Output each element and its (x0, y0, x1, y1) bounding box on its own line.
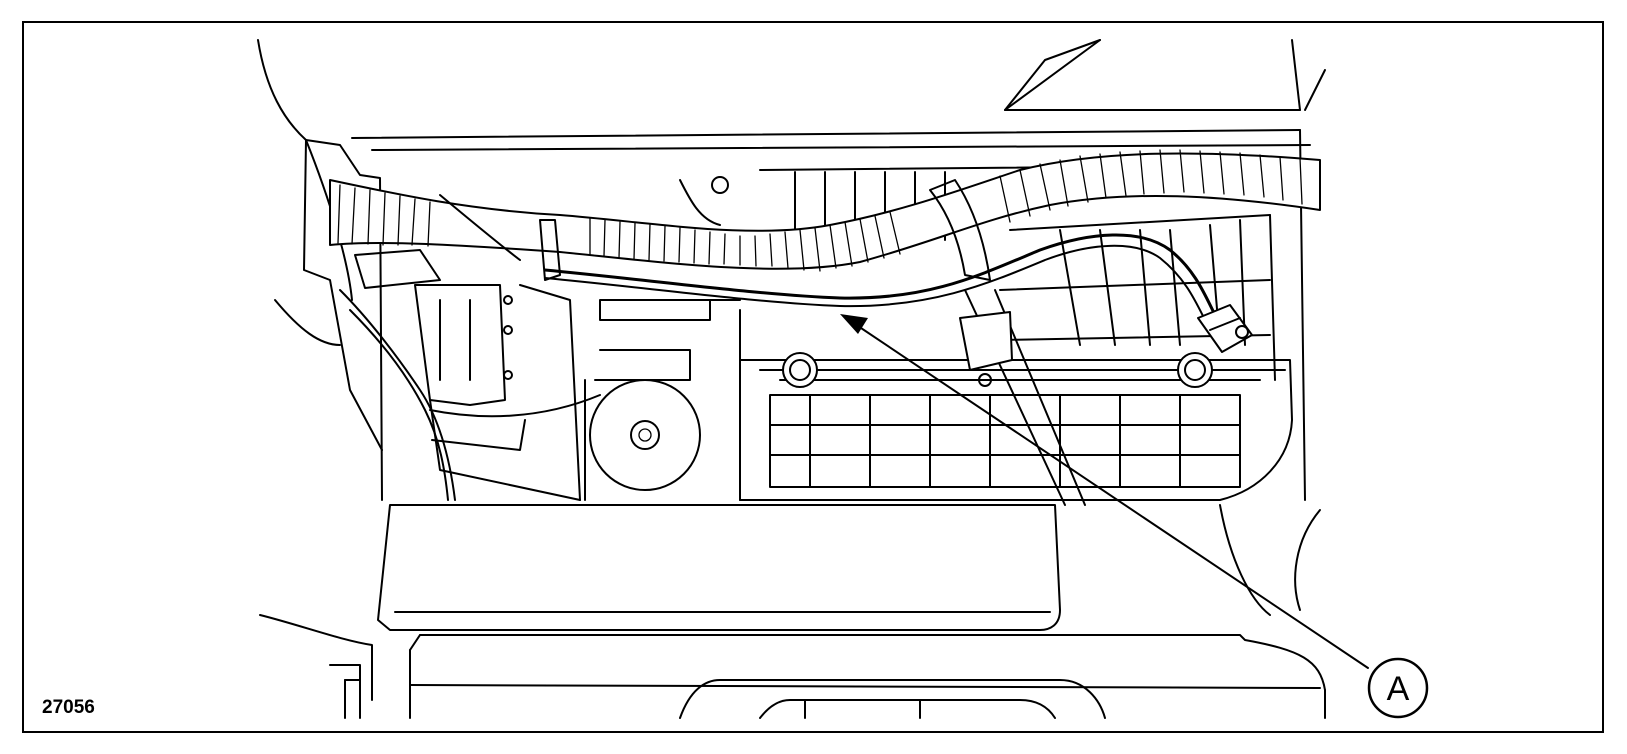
dashboard-upper-trim (257, 39, 1326, 301)
drain-tube (959, 289, 1086, 506)
harness-a (543, 233, 1253, 353)
reference-number: 27056 (42, 697, 95, 718)
actuator-block (414, 284, 581, 501)
callout-a: A (1367, 657, 1429, 719)
wiring-loom (329, 149, 1321, 289)
side-wiring (339, 176, 729, 501)
figure-frame (22, 21, 1604, 733)
callout-label: A (1387, 670, 1410, 708)
heater-housing (739, 352, 1293, 501)
callout-leader (840, 314, 1369, 669)
lower-console (259, 504, 1326, 719)
blower-motor (584, 299, 741, 501)
